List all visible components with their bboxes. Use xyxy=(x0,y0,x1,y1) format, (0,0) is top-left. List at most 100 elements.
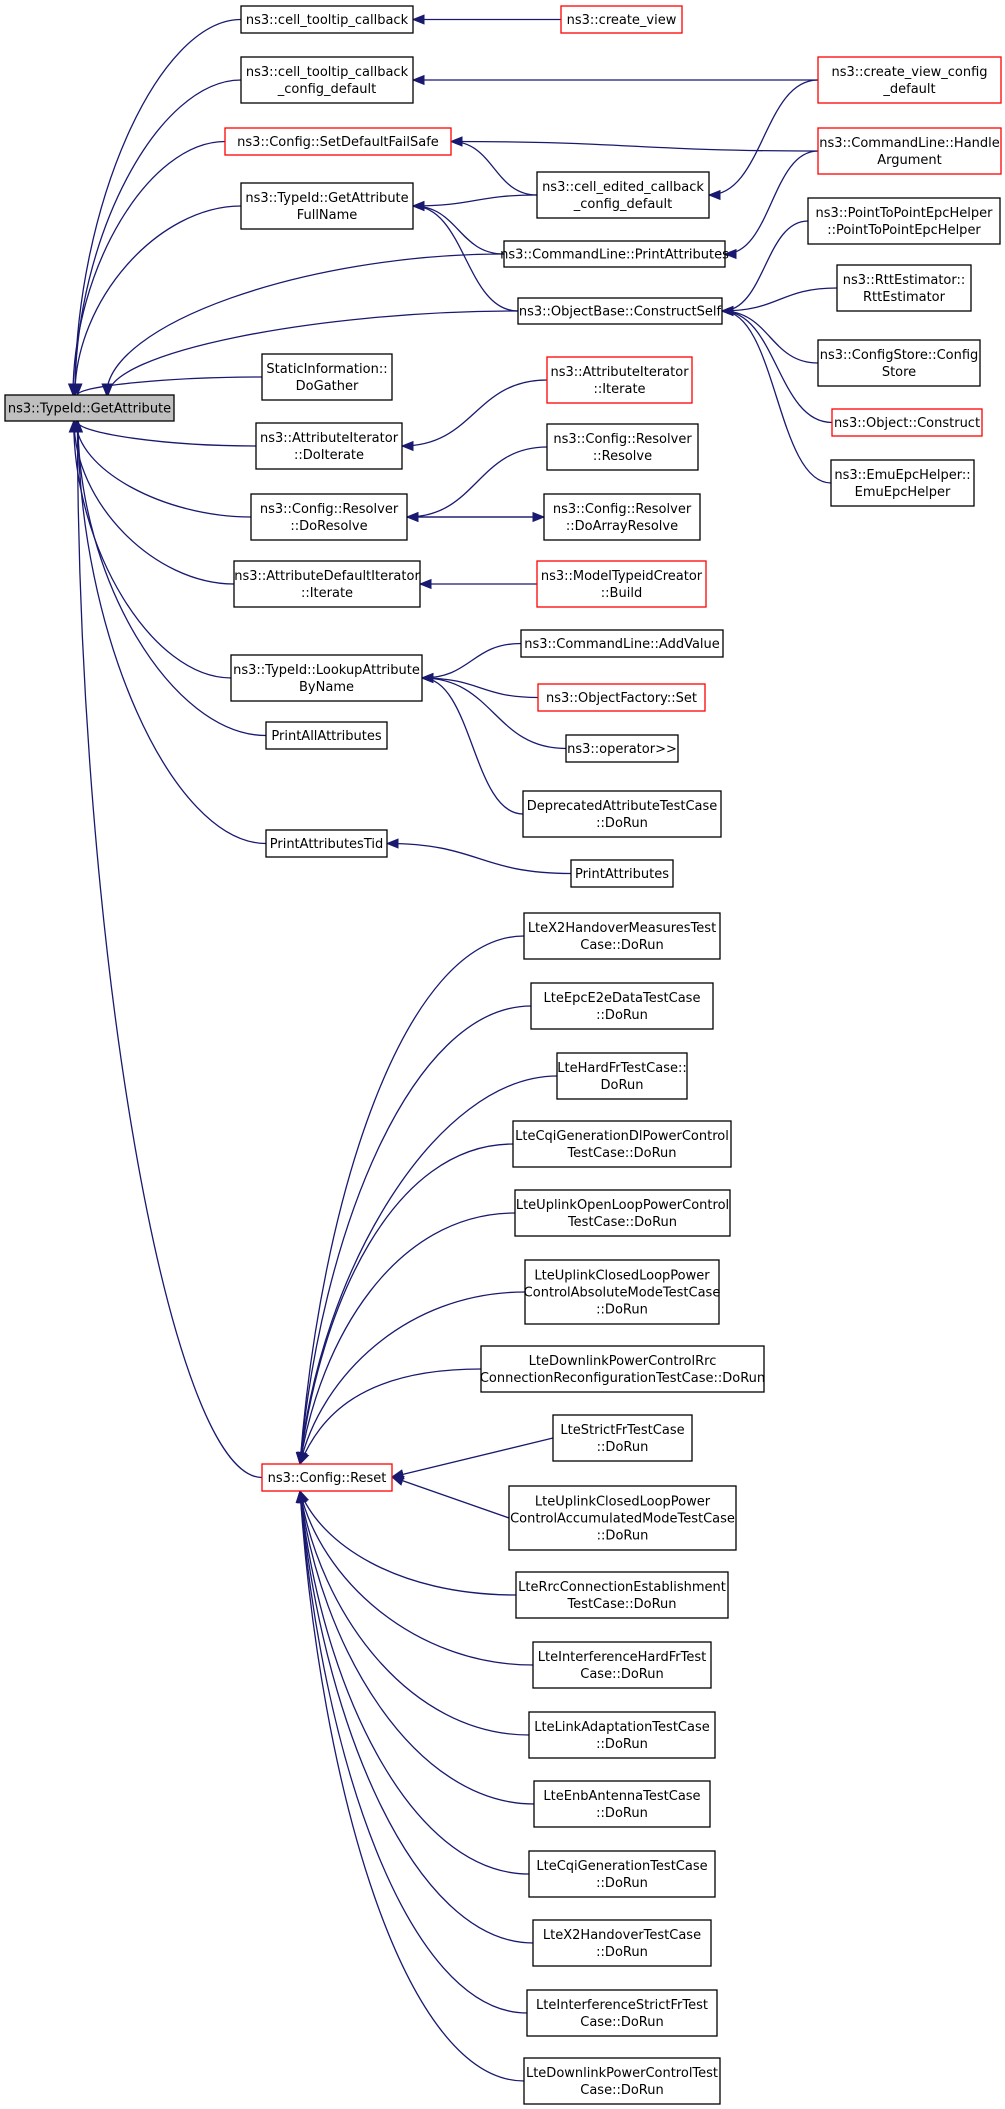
node-label-line: FullName xyxy=(297,208,358,223)
node-lte-dl-power-rrc[interactable]: LteDownlinkPowerControlRrcConnectionReco… xyxy=(480,1345,765,1393)
node-box xyxy=(261,353,393,401)
node-lte-cqi-dl-power[interactable]: LteCqiGenerationDlPowerControlTestCase::… xyxy=(512,1120,732,1168)
node-label-line: LteInterferenceHardFrTest xyxy=(538,1650,706,1665)
node-label-line: ns3::ConfigStore::Config xyxy=(820,348,979,363)
node-lte-hard-fr[interactable]: LteHardFrTestCase::DoRun xyxy=(556,1052,688,1100)
node-label-line: ns3::EmuEpcHelper:: xyxy=(834,468,970,483)
node-label-line: ns3::Config::Reset xyxy=(268,1471,387,1486)
edge-objectbase-construct-to-get-attr-fullname xyxy=(411,200,519,312)
node-label-line: ns3::ObjectFactory::Set xyxy=(546,691,697,706)
node-lte-rrc-conn[interactable]: LteRrcConnectionEstablishmentTestCase::D… xyxy=(515,1571,729,1619)
node-cell-edited-cfg[interactable]: ns3::cell_edited_callback_config_default xyxy=(536,171,710,219)
node-label-line: ::DoRun xyxy=(596,1303,648,1318)
node-box xyxy=(528,1711,716,1759)
edge-print-all-attrs-to-root xyxy=(72,419,267,737)
node-box xyxy=(233,560,421,608)
node-print-attrs[interactable]: PrintAttributes xyxy=(570,859,674,888)
node-create-view-cfg[interactable]: ns3::create_view_config_default xyxy=(817,56,1002,104)
node-lte-enb-antenna[interactable]: LteEnbAntennaTestCase::DoRun xyxy=(533,1780,711,1828)
node-model-typeid-build[interactable]: ns3::ModelTypeidCreator::Build xyxy=(536,560,707,608)
node-root[interactable]: ns3::TypeId::GetAttribute xyxy=(4,394,175,422)
node-resolver-doresolve[interactable]: ns3::Config::Resolver::DoResolve xyxy=(250,493,408,541)
node-label-line: ns3::Config::SetDefaultFailSafe xyxy=(237,135,439,150)
node-resolver-doarray[interactable]: ns3::Config::Resolver::DoArrayResolve xyxy=(543,493,701,541)
node-rtt-estimator[interactable]: ns3::RttEstimator::RttEstimator xyxy=(836,264,972,312)
node-static-info[interactable]: StaticInformation::DoGather xyxy=(261,353,393,401)
node-box xyxy=(565,734,679,763)
edge-lte-x2-measures-to-config-reset xyxy=(295,935,525,1466)
node-config-reset[interactable]: ns3::Config::Reset xyxy=(261,1463,393,1492)
node-box xyxy=(520,629,724,658)
node-p2p-epc-helper[interactable]: ns3::PointToPointEpcHelper::PointToPoint… xyxy=(807,197,1001,245)
node-label-line: ns3::ModelTypeidCreator xyxy=(541,569,703,584)
node-deprecated-attr-test[interactable]: DeprecatedAttributeTestCase::DoRun xyxy=(522,790,722,838)
node-label-line: ns3::TypeId::GetAttribute xyxy=(245,191,408,206)
node-label-line: ::Iterate xyxy=(301,586,353,601)
edge-lte-rrc-conn-to-config-reset xyxy=(299,1489,517,1596)
node-lte-ul-closed-abs[interactable]: LteUplinkClosedLoopPowerControlAbsoluteM… xyxy=(524,1259,721,1325)
node-label-line: LteHardFrTestCase:: xyxy=(557,1061,687,1076)
node-print-all-attrs[interactable]: PrintAllAttributes xyxy=(265,721,388,750)
node-box xyxy=(560,5,683,34)
node-emu-epc-helper[interactable]: ns3::EmuEpcHelper::EmuEpcHelper xyxy=(830,459,975,507)
node-label-line: ConnectionReconfigurationTestCase::DoRun xyxy=(480,1371,765,1386)
node-set-default-failsafe[interactable]: ns3::Config::SetDefaultFailSafe xyxy=(224,127,452,156)
node-label-line: LteCqiGenerationDlPowerControl xyxy=(515,1129,729,1144)
node-label-line: Store xyxy=(882,365,916,380)
node-label-line: LteLinkAdaptationTestCase xyxy=(534,1720,709,1735)
node-objectbase-construct[interactable]: ns3::ObjectBase::ConstructSelf xyxy=(517,297,723,325)
edge-attr-iter-doiterate-to-root xyxy=(71,419,257,447)
node-box xyxy=(224,127,452,156)
node-box xyxy=(250,493,408,541)
edge-lte-ul-open-loop-to-config-reset xyxy=(296,1212,516,1466)
node-cell-tooltip[interactable]: ns3::cell_tooltip_callback xyxy=(240,5,414,34)
node-box xyxy=(817,56,1002,104)
node-box xyxy=(537,683,706,712)
node-lte-epc-e2e[interactable]: LteEpcE2eDataTestCase::DoRun xyxy=(530,982,714,1030)
node-label-line: ByName xyxy=(299,680,354,695)
node-print-attrs-tid[interactable]: PrintAttributesTid xyxy=(265,829,388,858)
node-attr-iter-doiterate[interactable]: ns3::AttributeIterator::DoIterate xyxy=(255,422,403,470)
node-configstore[interactable]: ns3::ConfigStore::ConfigStore xyxy=(817,339,981,387)
edge-lte-interf-strict-fr-to-config-reset xyxy=(295,1489,528,2014)
node-lte-strict-fr[interactable]: LteStrictFrTestCase::DoRun xyxy=(552,1414,693,1462)
node-lte-x2-handover[interactable]: LteX2HandoverTestCase::DoRun xyxy=(532,1919,712,1967)
node-object-construct[interactable]: ns3::Object::Construct xyxy=(831,408,983,437)
node-box xyxy=(533,1780,711,1828)
edge-config-reset-to-root xyxy=(72,419,263,1479)
node-lte-ul-open-loop[interactable]: LteUplinkOpenLoopPowerControlTestCase::D… xyxy=(514,1189,731,1237)
node-cell-tooltip-cfg[interactable]: ns3::cell_tooltip_callback_config_defaul… xyxy=(240,56,414,104)
node-label-line: _config_default xyxy=(573,197,673,212)
node-label-line: ::Build xyxy=(601,586,642,601)
node-label-line: StaticInformation:: xyxy=(266,362,387,377)
node-cmdline-print-attrs[interactable]: ns3::CommandLine::PrintAttributes xyxy=(500,240,729,268)
node-create-view[interactable]: ns3::create_view xyxy=(560,5,683,34)
node-label-line: ::DoResolve xyxy=(290,519,367,534)
node-lte-link-adapt[interactable]: LteLinkAdaptationTestCase::DoRun xyxy=(528,1711,716,1759)
edge-cmdline-print-attrs-to-get-attr-fullname xyxy=(411,200,505,255)
node-label-line: ns3::AttributeIterator xyxy=(550,365,689,380)
node-label-line: ns3::ObjectBase::ConstructSelf xyxy=(519,305,722,320)
node-box xyxy=(265,721,388,750)
edge-lte-link-adapt-to-config-reset xyxy=(296,1489,530,1736)
node-label-line: PrintAllAttributes xyxy=(271,729,381,744)
node-box xyxy=(265,829,388,858)
node-objectfactory-set[interactable]: ns3::ObjectFactory::Set xyxy=(537,683,706,712)
node-lte-ul-closed-acc[interactable]: LteUplinkClosedLoopPowerControlAccumulat… xyxy=(508,1485,737,1551)
edge-configstore-to-objectbase-construct xyxy=(720,305,819,364)
node-attr-iter-iterate[interactable]: ns3::AttributeIterator::Iterate xyxy=(546,356,693,404)
node-operator-shift[interactable]: ns3::operator>> xyxy=(565,734,679,763)
node-resolver-resolve[interactable]: ns3::Config::Resolver::Resolve xyxy=(546,423,699,471)
node-lte-cqi-gen[interactable]: LteCqiGenerationTestCase::DoRun xyxy=(528,1850,716,1898)
node-attr-default-iter[interactable]: ns3::AttributeDefaultIterator::Iterate xyxy=(233,560,421,608)
node-cmdline-addvalue[interactable]: ns3::CommandLine::AddValue xyxy=(520,629,724,658)
node-label-line: ns3::cell_edited_callback xyxy=(542,180,704,195)
